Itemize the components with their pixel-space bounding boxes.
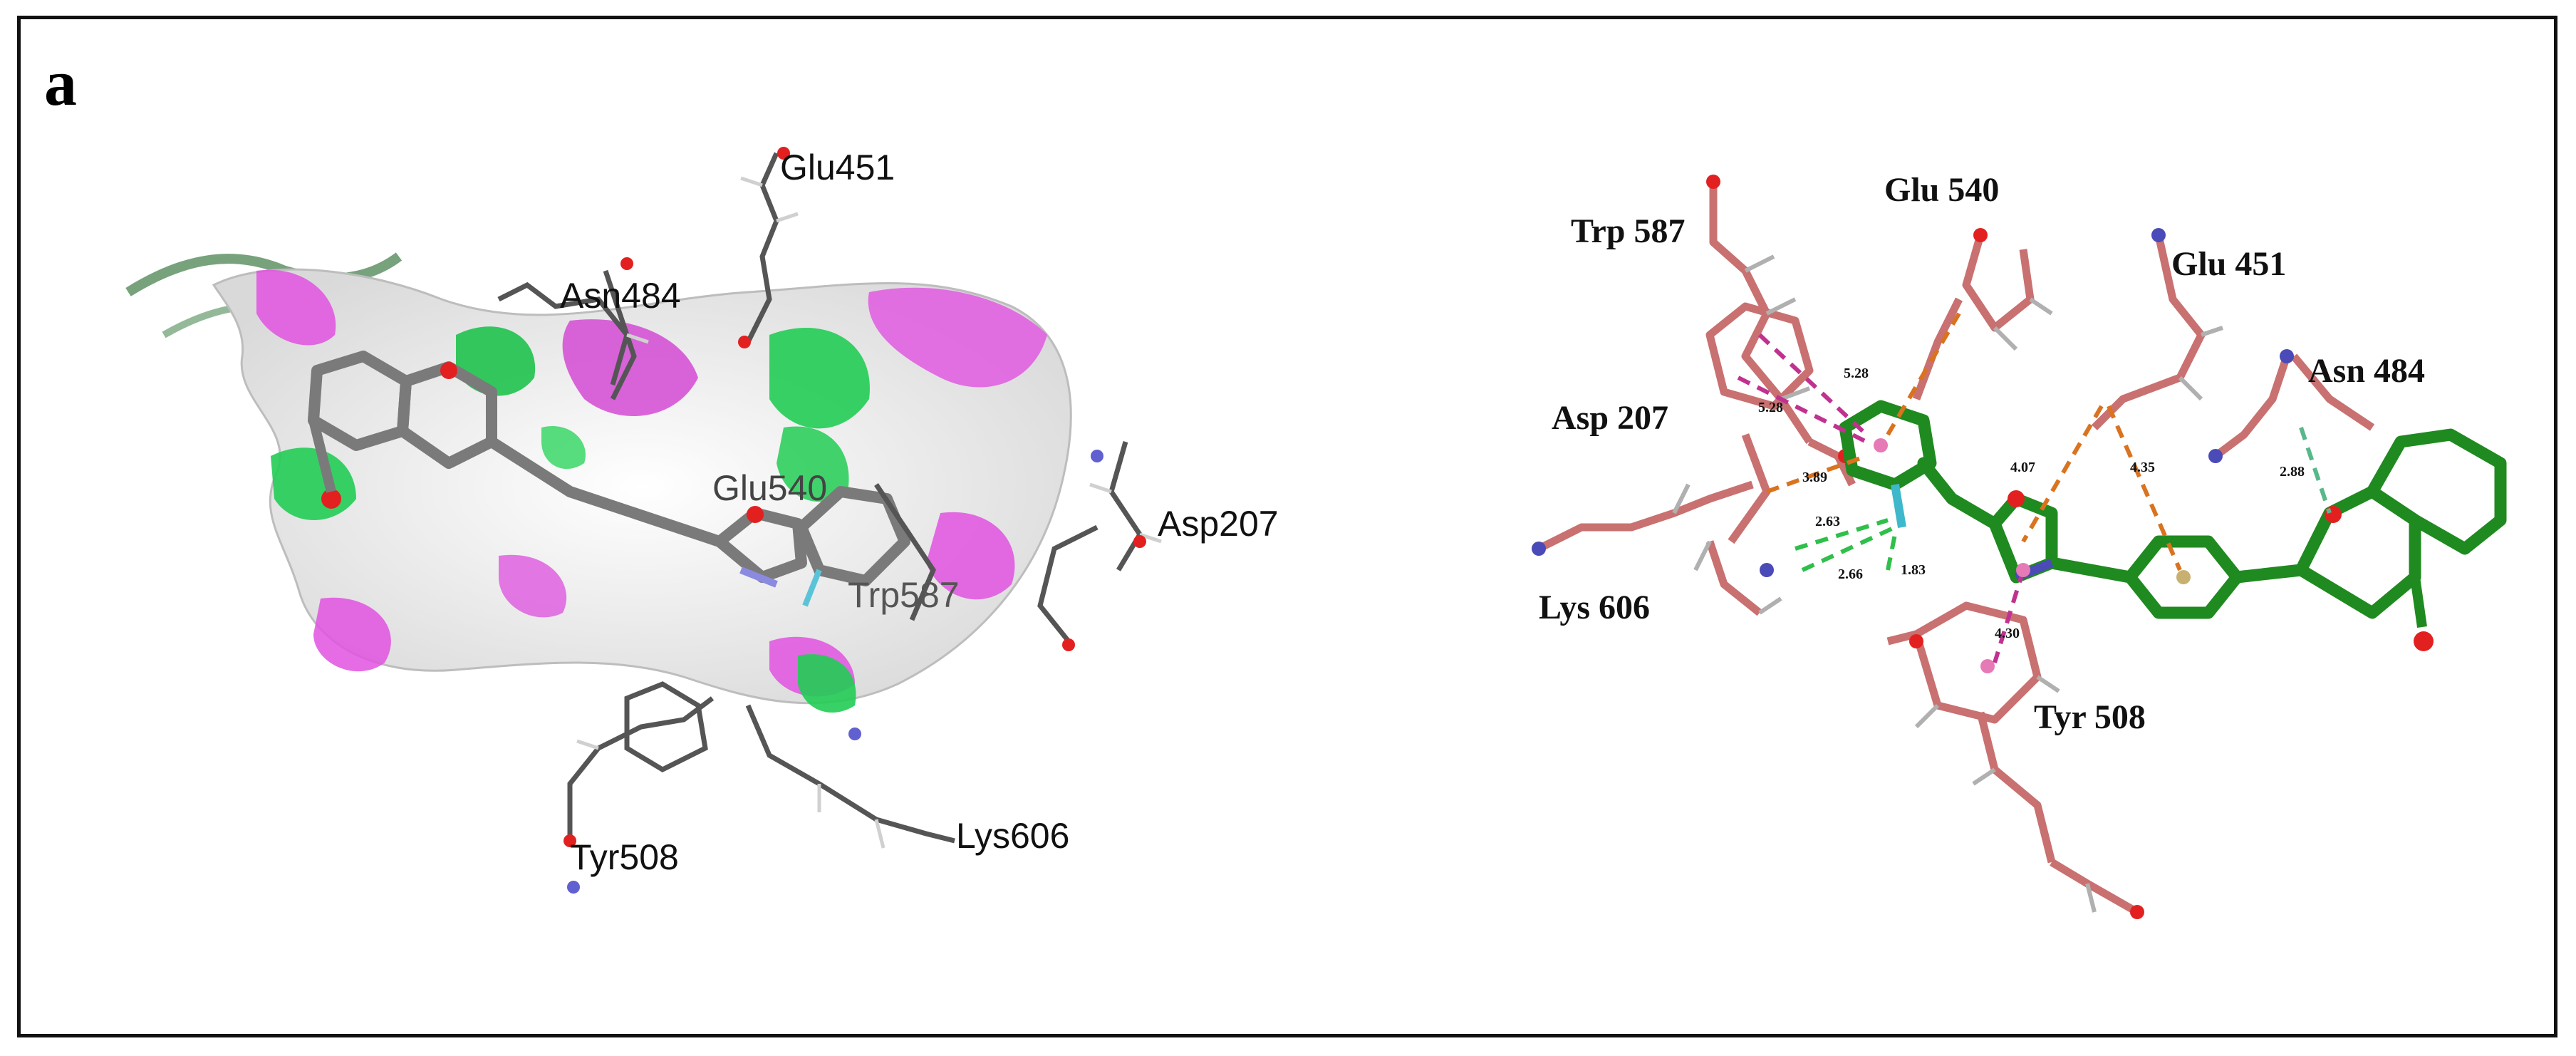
label-tyr508-left: Tyr508 [570,837,679,877]
surface-patch-green [541,426,586,470]
surface-patch-magenta [926,512,1015,600]
label-tyr508-right: Tyr 508 [2034,698,2146,736]
centroid [1980,659,1995,673]
hbond-interaction [1801,525,1896,572]
dist-3: 3.89 [1802,470,1827,485]
residue-hydrogens-left [576,176,1162,849]
dist-5: 2.66 [1838,566,1863,582]
hbond-interaction [2299,427,2332,514]
dist-7: 4.07 [2010,460,2035,475]
dist-8: 4.35 [2130,460,2155,475]
right-interaction-map: 5.28 5.28 3.89 2.63 2.66 1.83 4.07 4.35 … [1532,171,2507,919]
surface-patch-magenta [256,269,336,346]
pi-anion-interaction [2107,405,2182,571]
label-glu451-right: Glu 451 [2171,245,2286,283]
dist-4: 2.63 [1815,514,1840,529]
residue-sticks-left [497,152,1143,844]
surface-patch-magenta [868,287,1047,388]
pi-anion-interaction [2021,405,2104,543]
residue-heteroatoms-right [1532,175,2294,919]
label-trp587-right: Trp 587 [1571,212,1685,250]
panel-label: a [44,46,77,119]
ligand-carbonyl-oxygen [2414,631,2434,651]
chromone-benzene-ring-right [2366,428,2507,555]
label-lys606-right: Lys 606 [1539,589,1650,626]
fluorine-bond [1891,484,1906,528]
surface-patch-green [777,426,849,502]
interactions-right [1737,312,2332,663]
oxadiazole-oxygen-right [2008,490,2025,507]
dist-10: 4.30 [1995,626,2020,641]
label-glu540-left: Glu540 [712,468,827,508]
pi-pi-interaction [1737,376,1868,444]
label-glu540-right: Glu 540 [1884,171,1999,209]
label-asp207-left: Asp207 [1158,504,1279,544]
label-asn484-left: Asn484 [560,276,681,316]
pi-anion-interaction [1886,312,1961,436]
ring-oxygen [440,362,457,379]
surface-patch-magenta [313,597,391,672]
pi-anion-interaction [1765,454,1868,494]
ligand-ring-oxygen [2325,506,2342,523]
dist-9: 2.88 [2280,464,2305,480]
dist-6: 1.83 [1901,562,1926,578]
oxadiazole-oxygen [747,506,764,523]
pi-pi-interaction [1757,333,1869,437]
label-asp207-right: Asp 207 [1552,399,1668,437]
surface-patch-green [769,328,870,429]
alkyne-linker [486,436,725,547]
residue-heteroatoms-left [564,147,1146,894]
ligand-carbonyl [2410,576,2427,628]
hbond-interaction [1886,534,1897,571]
label-glu451-left: Glu451 [780,147,895,187]
centroid [2176,570,2191,584]
dist-1: 5.28 [1844,366,1869,381]
centroid [1874,438,1888,452]
surface-patch-green [798,654,856,713]
ligand-right [1839,400,2507,619]
hbond-interaction [1795,518,1889,551]
surface-patch-magenta [499,554,567,618]
carbonyl-oxygen [321,489,341,509]
residue-sticks-right [1537,182,2375,916]
left-binding-pocket: Glu451 Asn484 Glu540 Asp207 Trp587 Tyr50… [125,147,1279,894]
centroid [2016,563,2030,577]
label-trp587-left: Trp587 [848,575,960,615]
residue-hydrogens-right [1672,254,2223,913]
pi-pi-interaction [1993,569,2025,663]
label-asn484-right: Asn 484 [2308,352,2425,390]
label-lys606-left: Lys606 [956,816,1069,856]
dist-2: 5.28 [1758,400,1783,415]
